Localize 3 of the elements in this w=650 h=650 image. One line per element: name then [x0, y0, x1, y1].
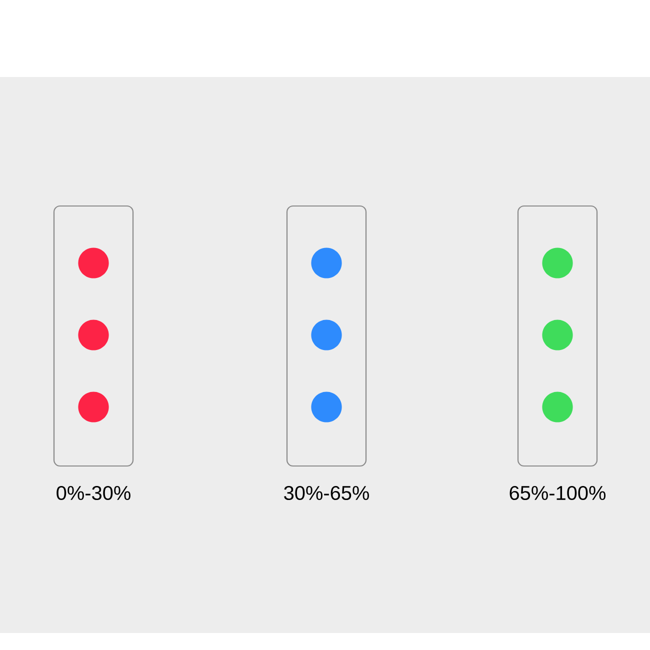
range-label: 65%-100%	[510, 486, 606, 500]
range-label: 0%-30%	[56, 486, 130, 500]
range-label: 30%-65%	[284, 486, 369, 500]
